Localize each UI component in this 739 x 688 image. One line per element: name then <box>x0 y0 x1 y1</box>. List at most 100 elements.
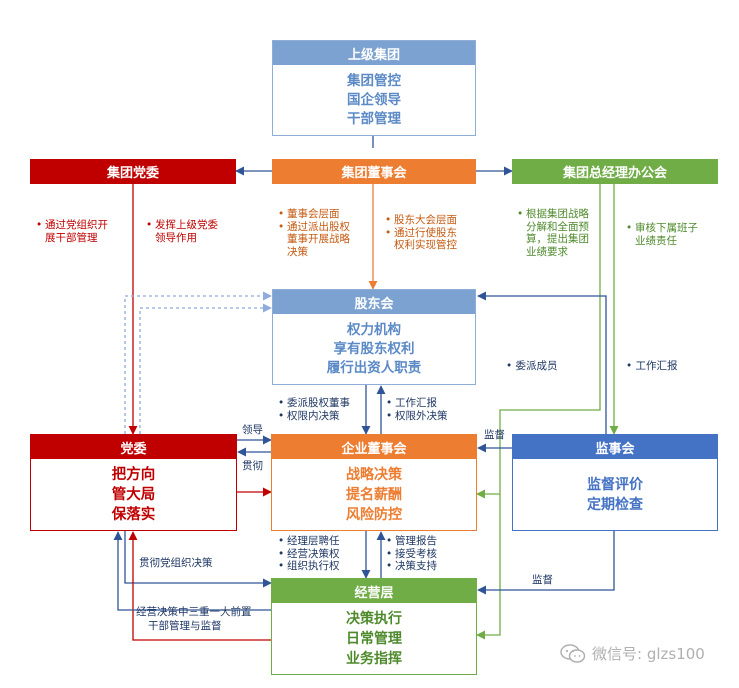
bullet-mark: • <box>278 560 285 572</box>
line-party-dashed-2 <box>139 303 272 434</box>
line-party-to-management <box>124 531 272 588</box>
note-line-text: 通过派出股权 <box>287 220 350 233</box>
note-line: •通过行使股东 <box>385 227 457 240</box>
wechat-icon <box>560 643 586 663</box>
management-down-note: •经理层聘任•经营决策权•组织执行权 <box>278 535 340 573</box>
gm-note-2: •审核下属班子业绩责任 <box>626 222 698 247</box>
party-note-1: •通过党组织开展干部管理 <box>36 219 108 244</box>
upper-group-node: 上级集团 集团管控 国企领导 干部管理 <box>272 40 476 136</box>
bullet-mark: • <box>278 397 285 409</box>
management-line: 日常管理 <box>346 630 402 647</box>
line-supervisory-to-management <box>477 531 615 595</box>
note-line-text: 组织执行权 <box>287 560 340 572</box>
board-note-2: •股东大会层面•通过行使股东权利实现管控 <box>385 214 457 252</box>
note-line-text: 股东大会层面 <box>394 214 457 226</box>
note-line-text: 业绩责任 <box>635 234 677 247</box>
note-line-text: 通过行使股东 <box>394 226 457 239</box>
enterprise-board-body: 战略决策 提名薪酬 风险防控 <box>272 459 476 530</box>
note-line: •工作汇报 <box>386 397 448 410</box>
note-line: 董事开展战略 <box>278 233 350 246</box>
line-party-dashed-1 <box>124 291 272 434</box>
shareholder-down-note: •委派股权董事•权限内决策 <box>278 397 350 422</box>
bullet-mark: • <box>278 409 285 422</box>
supervisory-board-body: 监督评价 定期检查 <box>513 459 717 530</box>
group-gm-office-node: 集团总经理办公会 <box>512 159 718 184</box>
upper-group-line: 干部管理 <box>347 110 401 127</box>
note-line: •权限外决策 <box>386 410 448 423</box>
bullet-mark: • <box>626 360 636 372</box>
note-line-text: 算，提出集团 <box>526 233 589 245</box>
bullet-mark <box>385 239 394 252</box>
note-line-text: 经理层聘任 <box>287 535 340 547</box>
party-committee-title: 党委 <box>31 435 236 459</box>
note-line-text: 工作汇报 <box>395 397 437 409</box>
note-line-text: 董事会层面 <box>287 208 340 220</box>
note-line: 算，提出集团 <box>517 233 589 246</box>
label-work-report: • 工作汇报 <box>626 358 678 373</box>
party-committee-line: 管大局 <box>111 486 156 503</box>
label-supervise-management: 监督 <box>532 574 553 586</box>
bullet-mark: • <box>385 214 392 226</box>
note-line-text: 领导作用 <box>155 231 197 244</box>
group-board-title: 集团董事会 <box>341 166 407 181</box>
note-line-text: 通过党组织开 <box>45 219 108 231</box>
party-note-2: •发挥上级党委领导作用 <box>146 219 218 244</box>
shareholders-title: 股东会 <box>273 290 475 314</box>
management-line: 决策执行 <box>346 610 402 627</box>
party-committee-line: 把方向 <box>111 466 156 483</box>
note-line: •委派股权董事 <box>278 397 350 410</box>
note-line: •经营决策权 <box>278 548 340 561</box>
party-committee-line: 保落实 <box>111 506 156 523</box>
note-line: •组织执行权 <box>278 560 340 573</box>
bullet-mark <box>517 221 526 234</box>
bullet-mark: • <box>386 397 393 409</box>
note-line: 领导作用 <box>146 232 218 245</box>
line-supervisory-to-shareholders <box>477 291 607 434</box>
note-line: •经理层聘任 <box>278 535 340 548</box>
note-line-text: 委派股权董事 <box>287 397 350 409</box>
line-gm-to-management-green <box>476 184 601 640</box>
note-line-text: 决策支持 <box>395 560 437 572</box>
group-party-node: 集团党委 <box>30 159 236 184</box>
bullet-mark <box>517 233 526 246</box>
group-board-node: 集团董事会 <box>272 159 476 184</box>
note-line: •通过派出股权 <box>278 221 350 234</box>
enterprise-board-line: 风险防控 <box>346 506 402 523</box>
bullet-mark: • <box>506 360 516 372</box>
note-line: 展干部管理 <box>36 232 108 245</box>
note-line: •股东大会层面 <box>385 214 457 227</box>
upper-group-title: 上级集团 <box>273 41 475 65</box>
bullet-mark: • <box>626 222 633 234</box>
note-line-text: 权利实现管控 <box>394 239 457 251</box>
label-appoint-members-text: 委派成员 <box>515 360 558 372</box>
shareholders-line: 履行出资人职责 <box>326 359 422 376</box>
management-body: 决策执行 日常管理 业务指挥 <box>272 603 476 674</box>
bullet-mark: • <box>386 535 393 547</box>
note-line-text: 权限外决策 <box>395 409 448 422</box>
bullet-mark <box>626 235 635 248</box>
watermark: 微信号: glzs100 <box>560 643 705 664</box>
supervisory-board-line: 定期检查 <box>587 496 643 513</box>
label-implement-party: 贯彻党组织决策 <box>139 557 213 569</box>
management-title: 经营层 <box>272 579 476 603</box>
bullet-mark: • <box>36 219 43 231</box>
bullet-mark <box>36 232 45 245</box>
note-line: •董事会层面 <box>278 208 350 221</box>
bullet-mark <box>517 246 526 259</box>
note-line: •权限内决策 <box>278 410 350 423</box>
supervisory-board-title: 监事会 <box>513 435 717 459</box>
line-management-to-party-blue <box>113 531 271 611</box>
label-supervise-board: 监督 <box>484 429 505 441</box>
supervisory-board-line: 监督评价 <box>587 476 643 493</box>
bullet-mark: • <box>278 220 285 233</box>
shareholder-up-note: •工作汇报•权限外决策 <box>386 397 448 422</box>
bullet-mark: • <box>517 208 524 220</box>
gm-note-1: •根据集团战略分解和全面预算，提出集团业绩要求 <box>517 208 589 258</box>
label-three-one-1: 经营决策中三重一大前置 <box>136 606 252 618</box>
label-work-report-text: 工作汇报 <box>635 360 678 372</box>
note-line: •管理报告 <box>386 535 437 548</box>
note-line-text: 根据集团战略 <box>526 208 589 220</box>
note-line-text: 董事开展战略 <box>287 233 350 245</box>
note-line-text: 审核下属班子 <box>635 222 698 234</box>
